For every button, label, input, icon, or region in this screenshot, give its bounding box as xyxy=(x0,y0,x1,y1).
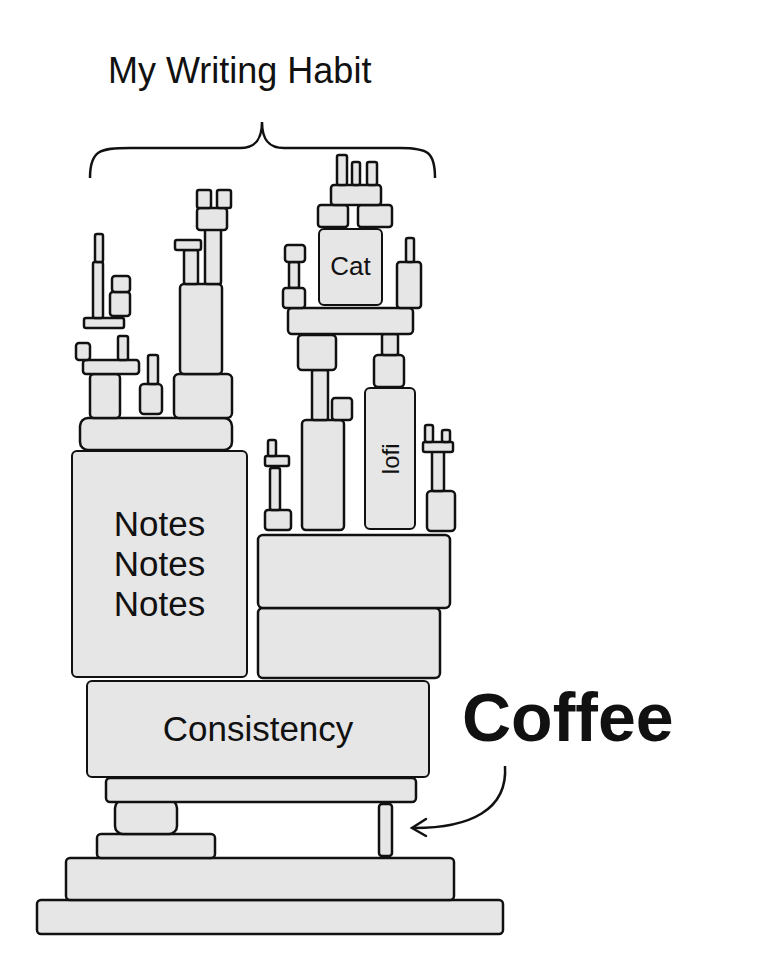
leader-arrowhead xyxy=(412,819,426,836)
block-label: Consistency xyxy=(163,709,354,749)
title-brace xyxy=(90,122,435,178)
callout-label: Coffee xyxy=(462,678,674,756)
block-box: Consistency xyxy=(86,680,430,778)
coffee-pillar xyxy=(379,804,392,856)
block-box: Notes Notes Notes xyxy=(71,450,248,678)
block-label: lofi xyxy=(376,443,404,474)
block-box: lofi xyxy=(364,387,416,530)
block-label: Cat xyxy=(330,252,370,282)
diagram-title: My Writing Habit xyxy=(108,50,371,92)
block-box: Cat xyxy=(318,228,383,306)
block-label: Notes Notes Notes xyxy=(95,504,225,625)
